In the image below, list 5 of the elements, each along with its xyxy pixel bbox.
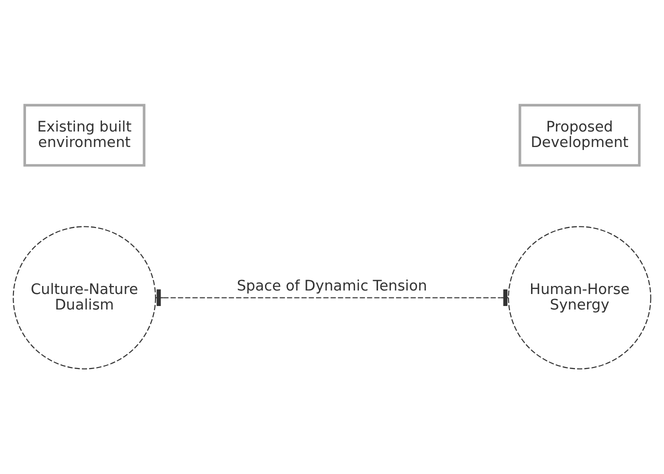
node-circle: Human-Horse Synergy — [508, 226, 652, 370]
edge-label: Space of Dynamic Tension — [236, 278, 428, 295]
node-circle: Culture-Nature Dualism — [12, 226, 156, 370]
node-box: Proposed Development — [518, 104, 641, 167]
node-box: Existing built environment — [23, 104, 146, 167]
